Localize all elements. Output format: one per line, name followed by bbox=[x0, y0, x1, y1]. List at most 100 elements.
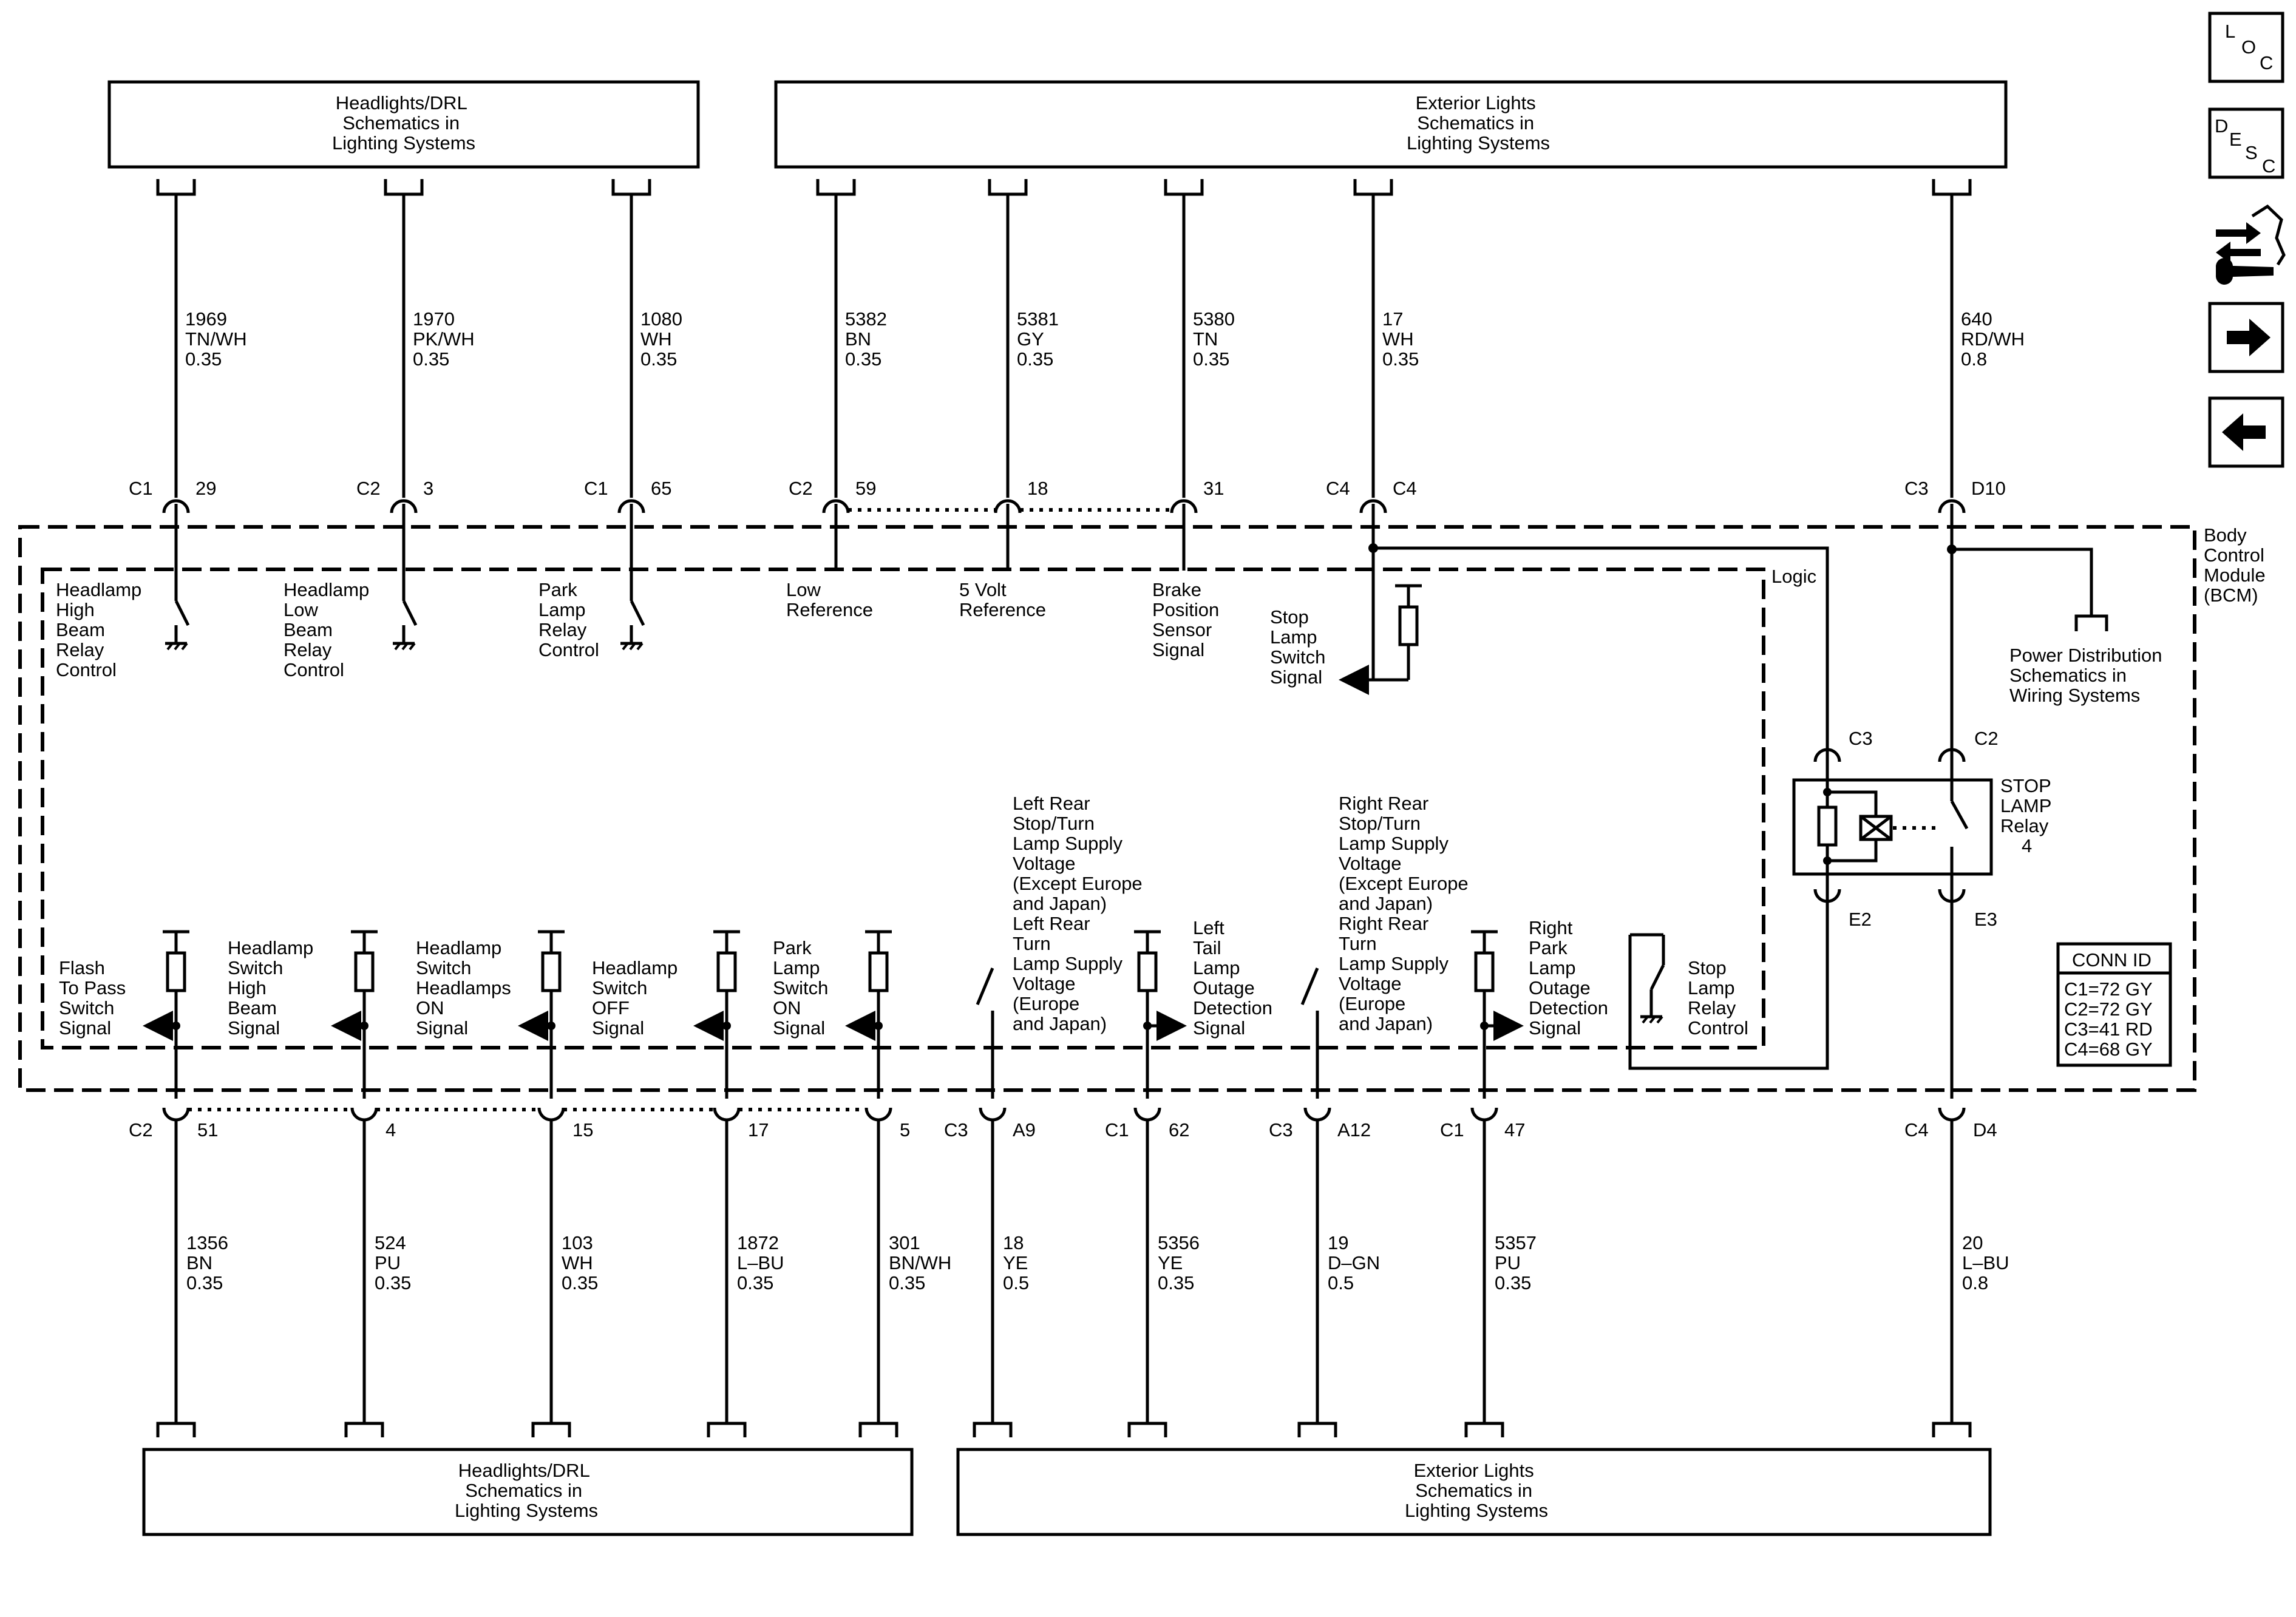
label-headlamp-low-beam-relay-control: Headlamp Low Beam Relay Control bbox=[284, 579, 375, 680]
svg-text:C: C bbox=[2260, 52, 2273, 73]
label-stop-lamp-switch-signal: Stop Lamp Switch Signal bbox=[1270, 606, 1331, 688]
svg-text:A12: A12 bbox=[1337, 1119, 1371, 1141]
svg-text:19D–GN0.5: 19D–GN0.5 bbox=[1328, 1232, 1380, 1293]
svg-text:C3: C3 bbox=[944, 1119, 968, 1141]
arrow-right-icon bbox=[2227, 319, 2271, 356]
nav-back-button[interactable] bbox=[2208, 396, 2284, 468]
stop-lamp-relay: STOP LAMP Relay 4 C3 C2 E2 E3 bbox=[1628, 728, 2051, 1099]
label-headlamp-switch-headlamps-on-signal: Headlamp Switch Headlamps ON Signal bbox=[416, 937, 516, 1039]
conn-id-row: C3=41 RD bbox=[2064, 1019, 2153, 1040]
svg-text:C: C bbox=[2262, 155, 2275, 177]
svg-text:C2: C2 bbox=[1974, 728, 1999, 749]
label-left-tail-lamp-outage-detection: Left Tail Lamp Outage Detection Signal bbox=[1193, 917, 1278, 1039]
bottom-left-box bbox=[142, 1448, 914, 1536]
svg-text:3: 3 bbox=[423, 478, 433, 499]
conn-id-row: C1=72 GY bbox=[2064, 978, 2153, 1000]
wrench-arrows-icon bbox=[2215, 204, 2286, 285]
wire-1080-label: 1080 WH 0.35 bbox=[640, 308, 688, 370]
svg-text:29: 29 bbox=[195, 478, 216, 499]
label-stop-lamp-relay-control: Stop Lamp Relay Control bbox=[1688, 957, 1748, 1039]
conn-id-title: CONN ID bbox=[2072, 949, 2152, 971]
label-low-reference: Low Reference bbox=[786, 579, 873, 620]
svg-text:5: 5 bbox=[900, 1119, 910, 1141]
svg-text:C3: C3 bbox=[1269, 1119, 1293, 1141]
nav-tools-button[interactable] bbox=[2215, 204, 2286, 285]
svg-text:C4: C4 bbox=[1326, 478, 1350, 499]
svg-text:C4: C4 bbox=[1393, 478, 1417, 499]
loc-icon: L bbox=[2225, 21, 2235, 42]
svg-text:C3: C3 bbox=[1904, 478, 1929, 499]
conn-id-row: C2=72 GY bbox=[2064, 998, 2153, 1020]
nav-next-button[interactable] bbox=[2208, 302, 2284, 373]
logic-label: Logic bbox=[1771, 566, 1816, 587]
wire-640-label: 640 RD/WH 0.8 bbox=[1961, 308, 2030, 370]
top-internal-labels: Headlamp High Beam Relay Control Headlam… bbox=[56, 579, 2162, 706]
svg-text:E2: E2 bbox=[1849, 909, 1872, 930]
svg-text:18: 18 bbox=[1027, 478, 1048, 499]
nav-loc-button[interactable]: L O C bbox=[2208, 12, 2284, 83]
conn-id-table: CONN ID C1=72 GY C2=72 GY C3=41 RD C4=68… bbox=[2056, 942, 2172, 1067]
svg-text:C4: C4 bbox=[1904, 1119, 1929, 1141]
label-5-volt-reference: 5 Volt Reference bbox=[959, 579, 1046, 620]
label-left-rear-lamp-supply: Left Rear Stop/Turn Lamp Supply Voltage … bbox=[1013, 793, 1147, 1034]
svg-text:E3: E3 bbox=[1974, 909, 1997, 930]
bottom-right-box bbox=[956, 1448, 1992, 1536]
bottom-internal-labels: Flash To Pass Switch Signal Headlamp Swi… bbox=[59, 793, 1748, 1039]
top-pin-labels: C1 29 C2 3 C1 65 C2 59 18 31 C4 C4 C3 D1… bbox=[129, 478, 2006, 499]
svg-text:C1: C1 bbox=[584, 478, 608, 499]
svg-text:D10: D10 bbox=[1971, 478, 2006, 499]
svg-text:65: 65 bbox=[651, 478, 671, 499]
svg-text:31: 31 bbox=[1203, 478, 1224, 499]
bcm-outline bbox=[18, 525, 2196, 1092]
arrow-left-icon bbox=[2222, 413, 2266, 451]
svg-text:D4: D4 bbox=[1973, 1119, 1997, 1141]
nav-desc-button[interactable]: D E S C bbox=[2208, 107, 2284, 179]
bottom-right-box-text: Exterior Lights Schematics in Lighting S… bbox=[1405, 1460, 1548, 1521]
top-right-box bbox=[774, 80, 2008, 169]
wire-1970-label: 1970 PK/WH 0.35 bbox=[413, 308, 480, 370]
svg-text:4: 4 bbox=[385, 1119, 396, 1141]
label-headlamp-switch-off-signal: Headlamp Switch OFF Signal bbox=[592, 957, 683, 1039]
bottom-internal-circuits bbox=[143, 930, 1524, 1099]
label-headlamp-switch-high-beam-signal: Headlamp Switch High Beam Signal bbox=[228, 937, 319, 1039]
top-left-box-text: Headlights/DRL Schematics in Lighting Sy… bbox=[332, 92, 475, 154]
svg-text:51: 51 bbox=[197, 1119, 218, 1141]
wire-5380-label: 5380 TN 0.35 bbox=[1193, 308, 1240, 370]
top-left-box bbox=[107, 80, 700, 169]
svg-text:C2: C2 bbox=[789, 478, 813, 499]
module-label: Body Control Module (BCM) bbox=[2204, 524, 2271, 606]
wire-5382-label: 5382 BN 0.35 bbox=[845, 308, 892, 370]
svg-text:59: 59 bbox=[855, 478, 876, 499]
bottom-pin-labels: C2 51 4 15 17 5 C3 A9 C1 62 C3 A12 C1 47… bbox=[129, 1119, 1997, 1141]
top-wires bbox=[156, 179, 1972, 747]
wire-1969-label: 1969 TN/WH 0.35 bbox=[185, 308, 252, 370]
svg-text:15: 15 bbox=[572, 1119, 593, 1141]
svg-text:C1: C1 bbox=[1105, 1119, 1129, 1141]
svg-text:A9: A9 bbox=[1013, 1119, 1036, 1141]
svg-text:C2: C2 bbox=[356, 478, 381, 499]
svg-text:17: 17 bbox=[748, 1119, 769, 1141]
label-brake-position-sensor-signal: Brake Position Sensor Signal bbox=[1152, 579, 1224, 660]
svg-text:C1: C1 bbox=[1440, 1119, 1464, 1141]
logic-outline bbox=[41, 568, 1765, 1049]
label-right-park-lamp-outage-detection: Right Park Lamp Outage Detection Signal bbox=[1529, 917, 1614, 1039]
svg-text:O: O bbox=[2241, 36, 2256, 58]
top-right-box-text: Exterior Lights Schematics in Lighting S… bbox=[1407, 92, 1550, 154]
svg-text:47: 47 bbox=[1504, 1119, 1525, 1141]
svg-text:C3: C3 bbox=[1849, 728, 1873, 749]
label-right-rear-lamp-supply: Right Rear Stop/Turn Lamp Supply Voltage… bbox=[1339, 793, 1473, 1034]
label-park-lamp-relay-control: Park Lamp Relay Control bbox=[538, 579, 599, 660]
label-park-lamp-switch-on-signal: Park Lamp Switch ON Signal bbox=[773, 937, 834, 1039]
desc-icon: D bbox=[2215, 115, 2228, 137]
wire-5381-label: 5381 GY 0.35 bbox=[1017, 308, 1064, 370]
label-headlamp-high-beam-relay-control: Headlamp High Beam Relay Control bbox=[56, 579, 147, 680]
svg-text:C1: C1 bbox=[129, 478, 153, 499]
